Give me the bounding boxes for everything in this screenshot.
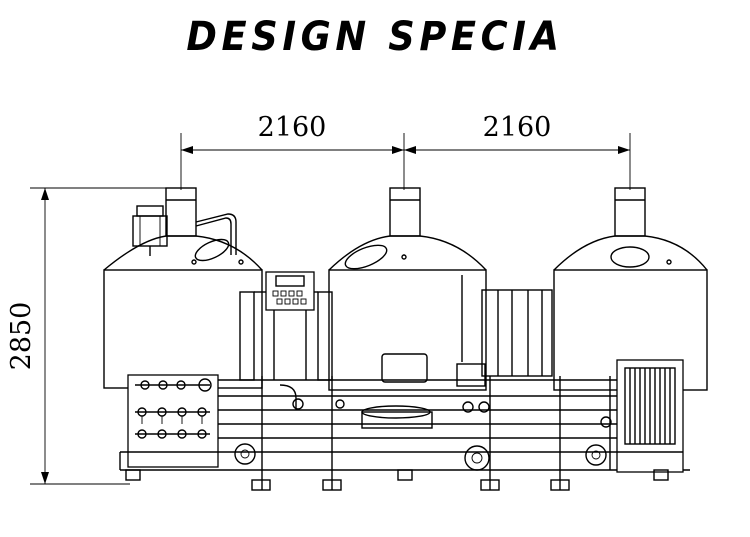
pump-middle bbox=[456, 363, 490, 471]
frame-right bbox=[481, 289, 553, 377]
horizontal-dimension-left bbox=[180, 133, 405, 190]
valve-manifold bbox=[127, 374, 219, 468]
heat-exchanger bbox=[616, 359, 684, 473]
motor-unit bbox=[132, 205, 168, 256]
horizontal-dimension-right bbox=[404, 133, 631, 190]
dimension-width-left: 2160 bbox=[258, 112, 327, 143]
manway-left bbox=[194, 238, 230, 262]
diagram-title: DESIGN SPECIA bbox=[186, 14, 564, 60]
pump-right bbox=[585, 416, 612, 466]
pipe-loop-left bbox=[195, 213, 237, 255]
control-panel bbox=[265, 271, 315, 380]
vertical-dimension bbox=[30, 187, 180, 485]
dimension-height: 2850 bbox=[6, 302, 37, 371]
kettle-tank bbox=[328, 187, 487, 391]
feet bbox=[125, 469, 669, 491]
mash-tun-tank bbox=[103, 187, 263, 389]
dimension-width-right: 2160 bbox=[483, 112, 552, 143]
pump-left bbox=[234, 443, 256, 465]
